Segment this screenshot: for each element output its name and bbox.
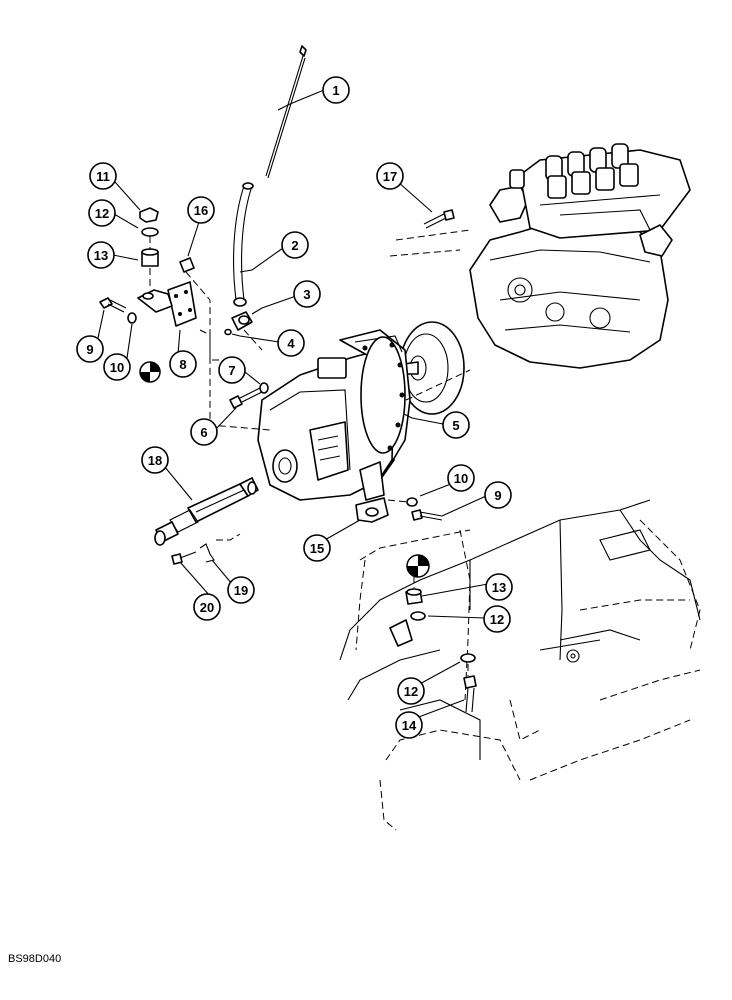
svg-text:5: 5 [452,418,459,433]
callout-6: 6 [190,418,218,446]
callout-13-top: 13 [87,241,115,269]
callout-9-left: 9 [76,335,104,363]
washer-7 [259,382,269,394]
svg-text:9: 9 [494,488,501,503]
svg-text:4: 4 [287,336,295,351]
callout-3: 3 [293,280,321,308]
callout-16: 16 [187,196,215,224]
transmission [257,329,411,501]
clip-19 [199,543,215,563]
callout-1: 1 [322,76,350,104]
dipstick-tube [233,182,254,307]
callout-10-left: 10 [103,353,131,381]
svg-text:14: 14 [402,718,417,733]
callout-20: 20 [193,593,221,621]
svg-text:10: 10 [110,360,124,375]
svg-text:16: 16 [194,203,208,218]
figure-code: BS98D040 [8,953,61,965]
washer-12-bottom [460,653,476,663]
svg-text:6: 6 [200,425,207,440]
center-of-gravity-symbol [406,554,430,578]
svg-text:12: 12 [95,206,109,221]
washer-12-lower [410,611,426,621]
elbow-fitting-3 [231,311,253,331]
isolator-13-top [141,248,159,267]
svg-text:7: 7 [228,363,235,378]
mount-plate-8 [137,281,197,327]
callout-15: 15 [303,534,331,562]
center-of-gravity-symbol [139,361,161,383]
callout-17: 17 [376,162,404,190]
nut-11 [139,207,159,223]
svg-text:9: 9 [86,342,93,357]
svg-text:15: 15 [310,541,324,556]
bolt-9-right [411,509,443,521]
mount-bracket-15 [355,497,389,523]
svg-text:10: 10 [454,471,468,486]
svg-text:12: 12 [490,612,504,627]
plug-16 [179,257,195,273]
engine-block [469,143,691,369]
torque-converter [399,321,465,415]
svg-text:13: 13 [492,580,506,595]
svg-text:13: 13 [94,248,108,263]
svg-text:11: 11 [96,169,110,184]
callout-19: 19 [227,576,255,604]
callout-8: 8 [169,350,197,378]
washer-12-top [141,227,159,237]
bolt-20 [171,551,197,565]
callout-9-right: 9 [484,481,512,509]
callout-12-mid: 12 [483,605,511,633]
bolt-9-left [99,297,127,313]
callout-14: 14 [395,711,423,739]
bolt-14 [463,675,477,713]
svg-text:1: 1 [332,83,339,98]
callout-13-lower: 13 [485,573,513,601]
washer-10-right [406,497,418,507]
dipstick [265,45,307,179]
callout-11: 11 [89,162,117,190]
callout-10-right: 10 [447,464,475,492]
washer-10-left [127,312,137,324]
callout-12-top: 12 [88,199,116,227]
machine-frame [339,499,701,831]
bolt-17 [423,209,455,229]
svg-text:19: 19 [234,583,248,598]
svg-text:3: 3 [303,287,310,302]
callout-7: 7 [218,356,246,384]
o-ring-4 [224,328,232,336]
svg-text:20: 20 [200,600,214,615]
callout-2: 2 [281,231,309,259]
svg-text:2: 2 [291,238,298,253]
svg-text:12: 12 [404,684,418,699]
driveshaft [154,477,259,546]
svg-text:8: 8 [179,357,186,372]
callout-18: 18 [141,446,169,474]
svg-text:18: 18 [148,453,162,468]
callout-12-bottom: 12 [397,677,425,705]
isolator-13-lower [405,588,423,605]
bolt-6 [229,387,263,409]
svg-text:17: 17 [383,169,397,184]
callout-4: 4 [277,329,305,357]
callout-5: 5 [442,411,470,439]
